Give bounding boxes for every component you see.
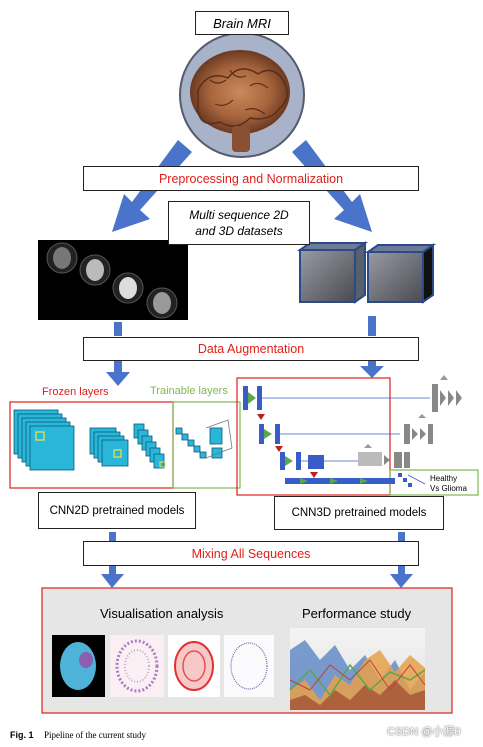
mixing-box: Mixing All Sequences (83, 541, 419, 566)
data-augmentation-box: Data Augmentation (83, 337, 419, 361)
visualisation-label: Visualisation analysis (100, 606, 224, 621)
analysis-panel (41, 587, 453, 714)
datasets-box: Multi sequence 2D and 3D datasets (168, 201, 310, 245)
performance-label: Performance study (302, 606, 412, 621)
preprocessing-box: Preprocessing and Normalization (83, 166, 419, 191)
brain-mri-box: Brain MRI (195, 11, 289, 35)
cnn2d-label: CNN2D pretrained models (49, 504, 185, 517)
lower-arrows (101, 532, 413, 588)
brain-illustration (179, 32, 305, 158)
figure-caption-text: Pipeline of the current study (44, 730, 146, 740)
cnn3d-diagram (236, 375, 479, 496)
figure-number: Fig. 1 (10, 730, 34, 740)
healthy-label-line1: Healthy (430, 474, 458, 483)
cnn2d-box: CNN2D pretrained models (38, 492, 196, 529)
cnn2d-diagram (9, 401, 241, 489)
mri-2d-slices (38, 240, 188, 320)
data-augmentation-label: Data Augmentation (197, 342, 305, 356)
datasets-label-line1: Multi sequence 2D (189, 208, 289, 222)
preprocessing-label: Preprocessing and Normalization (158, 171, 344, 186)
datasets-label-line2: and 3D datasets (195, 224, 283, 238)
watermark: CSDN @小源0 (387, 726, 461, 738)
mixing-label: Mixing All Sequences (191, 546, 311, 561)
healthy-label-line2: Vs Glioma (430, 484, 467, 493)
cnn3d-label: CNN3D pretrained models (291, 507, 427, 519)
frozen-layers-label: Frozen layers (42, 386, 109, 398)
figure-caption: Fig. 1 Pipeline of the current study (10, 730, 146, 740)
brain-mri-label: Brain MRI (213, 15, 271, 31)
trainable-layers-label: Trainable layers (150, 385, 228, 397)
mri-3d-cubes (296, 241, 437, 304)
cnn3d-box: CNN3D pretrained models (274, 496, 444, 530)
mid-arrows (106, 316, 384, 386)
